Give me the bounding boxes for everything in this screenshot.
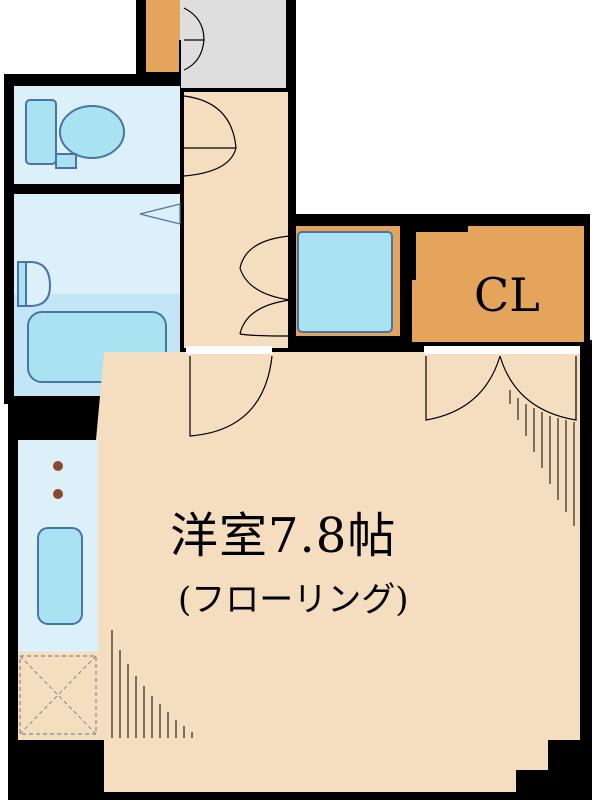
door-swing-icon [239,235,291,337]
kitchen-sink-icon [37,527,83,625]
toilet-room [14,86,237,184]
hallway-closet [146,0,286,90]
washing-machine-pan-icon [296,226,400,336]
bathroom [14,194,181,396]
door-swing-icon [183,95,237,177]
window-hatching [111,390,575,738]
door-swing-icon [186,346,273,437]
refrigerator-space-icon [19,655,97,735]
closet-label: CL [474,268,540,322]
room-label: 洋室7.8帖 [170,508,397,564]
stove-burner-icon [53,461,63,471]
corridor [184,92,288,348]
door-swing-icon [424,346,580,421]
washbasin-icon [17,261,52,307]
stove-burner-icon [53,489,63,499]
kitchen [18,440,98,735]
closet [412,226,584,342]
walls [100,740,592,800]
toilet-icon [25,99,125,169]
floor-type-label: (フローリング) [178,580,409,620]
